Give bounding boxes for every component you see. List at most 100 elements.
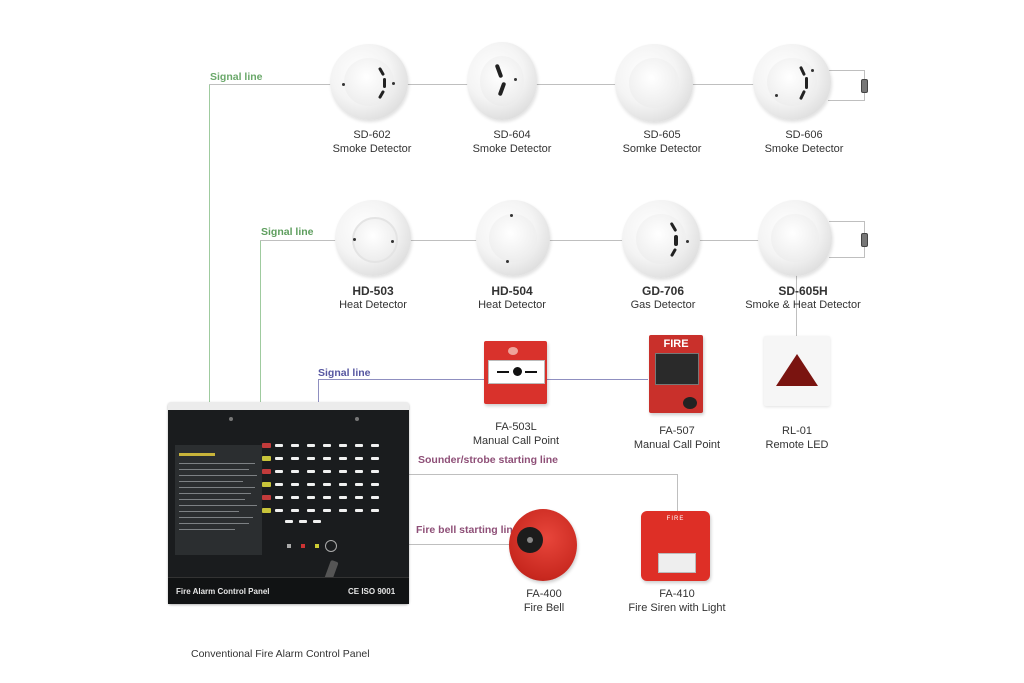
zone-led bbox=[291, 444, 299, 447]
zone-led bbox=[355, 457, 363, 460]
zone-led bbox=[307, 457, 315, 460]
zone-led bbox=[371, 509, 379, 512]
zone-led bbox=[339, 483, 347, 486]
signal-line-1-label: Signal line bbox=[210, 71, 263, 83]
signal-line-3-label: Signal line bbox=[318, 367, 371, 379]
device-label-fa400: FA-400 Fire Bell bbox=[523, 588, 565, 614]
control-led bbox=[313, 520, 321, 523]
zone-led bbox=[307, 509, 315, 512]
zone-led bbox=[371, 483, 379, 486]
zone-led bbox=[371, 496, 379, 499]
control-led bbox=[299, 520, 307, 523]
smoke-detector-sd604-icon bbox=[467, 42, 537, 120]
zone-led bbox=[355, 444, 363, 447]
eol-loop-2 bbox=[829, 221, 865, 258]
signal-line-3-horizontal bbox=[318, 379, 648, 380]
heat-detector-hd504-icon bbox=[476, 200, 550, 276]
eol-resistor-1-icon bbox=[861, 79, 868, 93]
control-led bbox=[285, 520, 293, 523]
zone-led bbox=[355, 470, 363, 473]
signal-line-1-vertical bbox=[209, 84, 210, 402]
sounder-line-horizontal bbox=[409, 474, 678, 475]
zone-led bbox=[355, 509, 363, 512]
eol-resistor-2-icon bbox=[861, 233, 868, 247]
eol-loop-1 bbox=[828, 70, 865, 101]
zone-led bbox=[275, 470, 283, 473]
zone-led bbox=[307, 496, 315, 499]
zone-led bbox=[291, 470, 299, 473]
zone-led bbox=[355, 483, 363, 486]
zone-led bbox=[339, 509, 347, 512]
zone-led bbox=[275, 496, 283, 499]
silence-button[interactable] bbox=[301, 544, 305, 548]
manual-call-point-fa503l-icon bbox=[484, 341, 547, 404]
zone-led bbox=[307, 483, 315, 486]
zone-led bbox=[323, 457, 331, 460]
zone-led bbox=[323, 470, 331, 473]
fire-indicator bbox=[262, 443, 271, 448]
fire-indicator bbox=[262, 495, 271, 500]
device-label-sd602: SD-602 Smoke Detector bbox=[332, 129, 412, 155]
zone-led bbox=[371, 470, 379, 473]
zone-led bbox=[275, 509, 283, 512]
fire-indicator bbox=[262, 469, 271, 474]
heat-detector-hd503-icon bbox=[335, 200, 411, 276]
zone-led bbox=[339, 444, 347, 447]
zone-led bbox=[323, 509, 331, 512]
zone-led bbox=[323, 444, 331, 447]
zone-led bbox=[323, 496, 331, 499]
zone-led bbox=[339, 457, 347, 460]
zone-led bbox=[275, 444, 283, 447]
device-label-hd503: HD-503 Heat Detector bbox=[339, 284, 407, 311]
zone-led bbox=[291, 496, 299, 499]
signal-line-3-vertical bbox=[318, 379, 319, 402]
zone-led bbox=[371, 444, 379, 447]
zone-led bbox=[307, 470, 315, 473]
device-label-rl01: RL-01 Remote LED bbox=[765, 425, 829, 451]
zone-led bbox=[339, 496, 347, 499]
zone-led bbox=[371, 457, 379, 460]
fault-indicator bbox=[262, 482, 271, 487]
reset-button[interactable] bbox=[287, 544, 291, 548]
panel-footer: Fire Alarm Control Panel CE ISO 9001 bbox=[168, 577, 409, 604]
fire-bell-fa400-icon bbox=[509, 509, 577, 581]
zone-led bbox=[323, 483, 331, 486]
remote-led-rl01-icon bbox=[764, 336, 830, 406]
zone-led bbox=[291, 457, 299, 460]
fire-alarm-control-panel: Fire Alarm Control Panel CE ISO 9001 bbox=[168, 402, 409, 604]
device-label-sd605: SD-605 Somke Detector bbox=[622, 129, 702, 155]
smoke-detector-sd606-icon bbox=[753, 44, 831, 120]
fault-indicator bbox=[262, 456, 271, 461]
zone-led bbox=[339, 470, 347, 473]
bell-line-label: Fire bell starting line bbox=[416, 524, 519, 536]
key-switch-icon[interactable] bbox=[325, 540, 337, 552]
signal-line-2-vertical bbox=[260, 240, 261, 402]
smoke-heat-detector-sd605h-icon bbox=[758, 200, 832, 276]
fire-siren-fa410-icon: FIRE bbox=[641, 511, 710, 581]
gas-detector-gd706-icon bbox=[622, 200, 700, 278]
panel-screw-icon bbox=[355, 417, 359, 421]
smoke-detector-sd605-icon bbox=[615, 44, 693, 122]
zone-led bbox=[307, 444, 315, 447]
remote-led-wire bbox=[796, 275, 797, 337]
test-button[interactable] bbox=[315, 544, 319, 548]
fault-indicator bbox=[262, 508, 271, 513]
zone-led bbox=[355, 496, 363, 499]
zone-led bbox=[291, 483, 299, 486]
bell-line-horizontal bbox=[409, 544, 513, 545]
zone-led bbox=[275, 483, 283, 486]
device-label-gd706: GD-706 Gas Detector bbox=[630, 284, 696, 311]
instructions-panel bbox=[175, 445, 262, 555]
sounder-line-vertical bbox=[677, 474, 678, 512]
device-label-hd504: HD-504 Heat Detector bbox=[478, 284, 546, 311]
device-label-sd605h: SD-605H Smoke & Heat Detector bbox=[745, 284, 861, 311]
device-label-fa410: FA-410 Fire Siren with Light bbox=[628, 588, 726, 614]
device-label-fa507: FA-507 Manual Call Point bbox=[633, 425, 721, 451]
sounder-line-label: Sounder/strobe starting line bbox=[418, 454, 559, 466]
manual-call-point-fa507-icon: FIRE bbox=[649, 335, 703, 413]
panel-name: Fire Alarm Control Panel bbox=[176, 587, 270, 596]
device-label-sd604: SD-604 Smoke Detector bbox=[472, 129, 552, 155]
zone-led bbox=[275, 457, 283, 460]
panel-screw-icon bbox=[229, 417, 233, 421]
smoke-detector-sd602-icon bbox=[330, 44, 408, 120]
